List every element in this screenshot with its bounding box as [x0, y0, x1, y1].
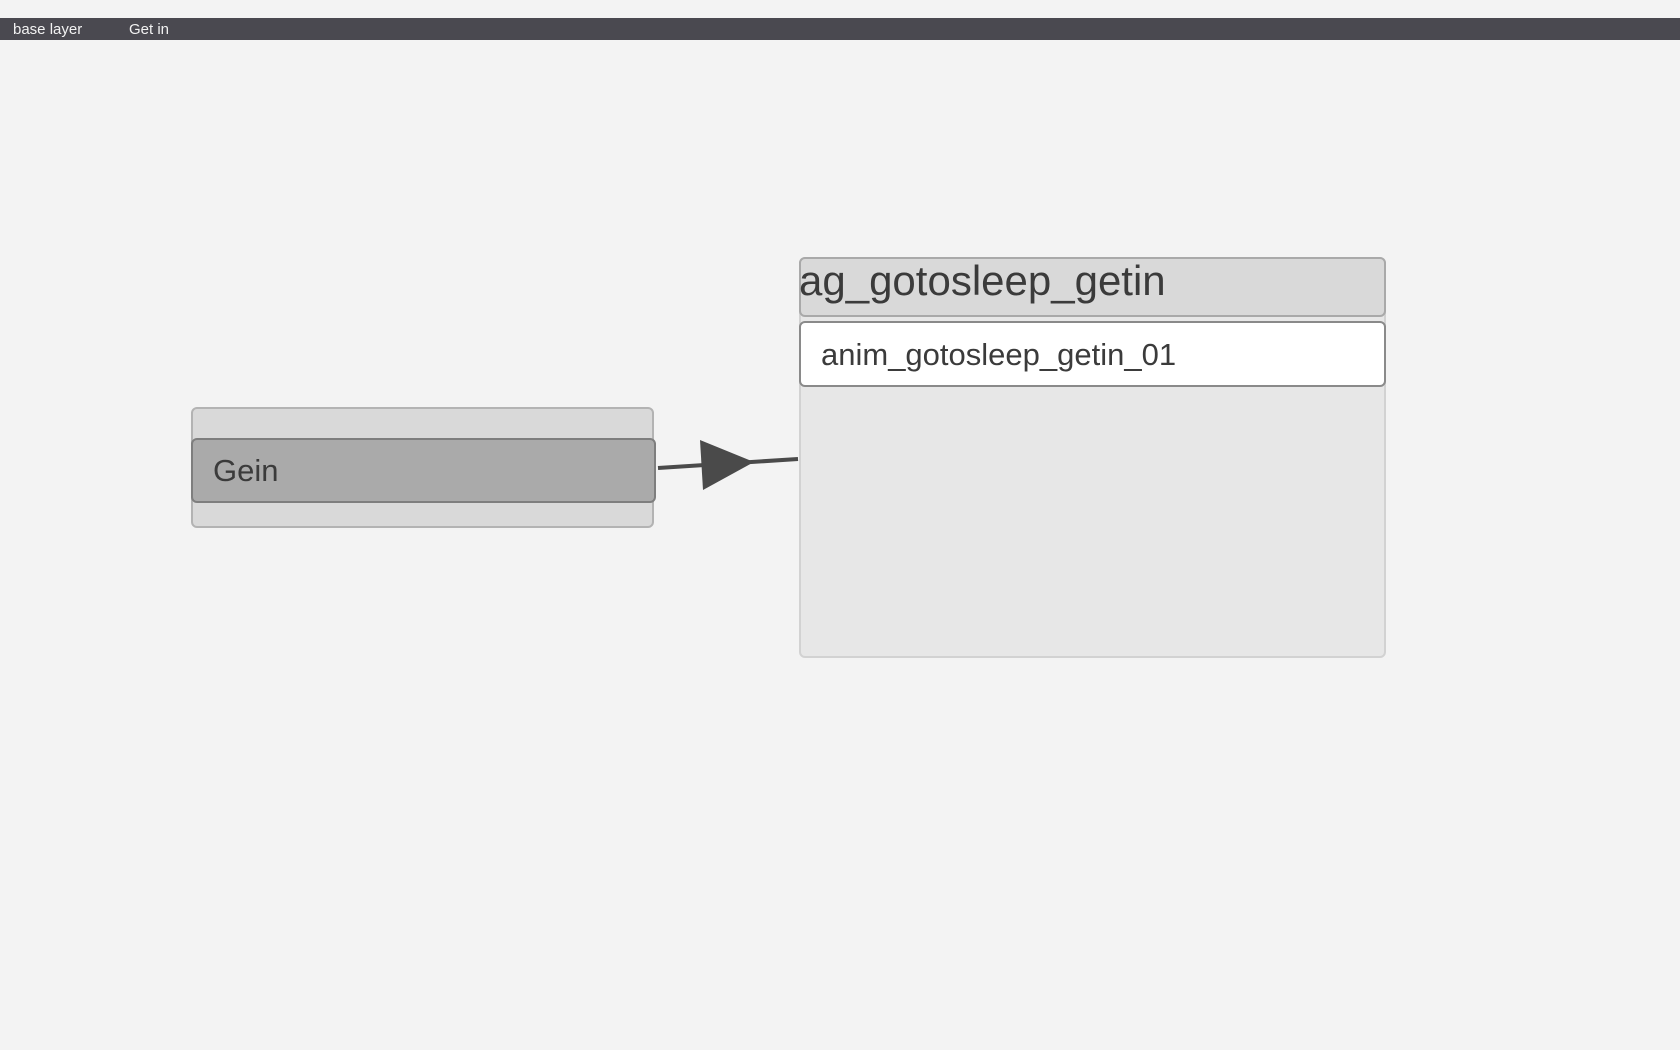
transition-arrow[interactable]: [650, 430, 805, 500]
breadcrumb-item-base-layer[interactable]: base layer: [13, 21, 83, 38]
transition-arrowhead: [700, 440, 754, 490]
breadcrumb-item-get-in[interactable]: Get in: [129, 21, 170, 38]
animation-group-title: ag_gotosleep_getin: [799, 257, 1166, 304]
source-state-node[interactable]: Gein: [191, 407, 656, 528]
animation-group-node[interactable]: ag_gotosleep_getin anim_gotosleep_getin_…: [799, 257, 1386, 658]
breadcrumb: base layer Get in: [0, 18, 1680, 40]
animation-item-label: anim_gotosleep_getin_01: [821, 337, 1177, 372]
animation-group-header[interactable]: ag_gotosleep_getin: [799, 257, 1386, 317]
source-state-slot[interactable]: Gein: [191, 438, 656, 503]
animation-item[interactable]: anim_gotosleep_getin_01: [799, 321, 1386, 387]
source-state-label: Gein: [213, 453, 279, 488]
